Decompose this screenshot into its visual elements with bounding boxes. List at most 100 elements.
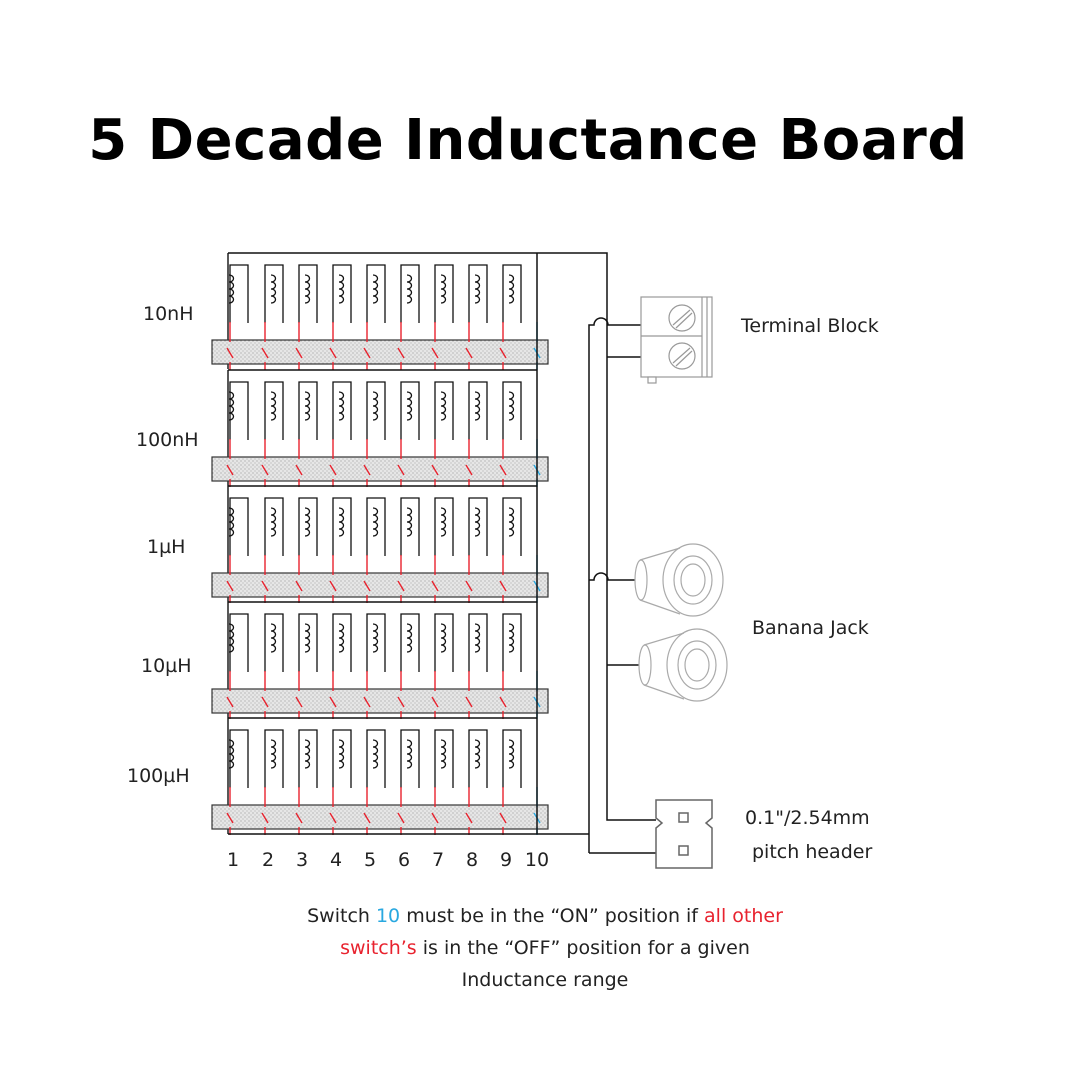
decade-5 bbox=[211, 717, 549, 835]
inductor-coil bbox=[338, 507, 345, 537]
inductor-coil bbox=[406, 274, 413, 304]
inductor-wire bbox=[298, 729, 318, 788]
switch-1-contact bbox=[226, 347, 234, 359]
inductor-wire bbox=[264, 613, 284, 672]
inductor-coil bbox=[406, 507, 413, 537]
inductor-wire bbox=[502, 613, 522, 672]
inductor-wire bbox=[264, 381, 284, 440]
switch-8-contact bbox=[465, 812, 473, 824]
inductor-wire bbox=[502, 264, 522, 323]
switch-4-contact bbox=[329, 464, 337, 476]
switch-7-contact bbox=[431, 812, 439, 824]
dip-switch-bar bbox=[211, 456, 549, 482]
inductor-wire bbox=[366, 729, 386, 788]
switch-6-contact bbox=[397, 347, 405, 359]
note-text-1: Switch bbox=[307, 905, 376, 927]
switch-9-contact bbox=[499, 812, 507, 824]
inductor-wire bbox=[229, 613, 249, 672]
inductor-wire bbox=[366, 613, 386, 672]
switch-2-contact bbox=[261, 580, 269, 592]
inductor-coil bbox=[228, 391, 235, 421]
inductor-coil bbox=[270, 623, 277, 653]
inductor-wire bbox=[366, 497, 386, 556]
inductor-coil bbox=[338, 274, 345, 304]
dip-switch-bar bbox=[211, 339, 549, 365]
switch-8-contact bbox=[465, 464, 473, 476]
inductor-wire bbox=[400, 613, 420, 672]
inductor-coil bbox=[228, 507, 235, 537]
inductor-coil bbox=[440, 739, 447, 769]
switch-1-contact bbox=[226, 696, 234, 708]
switch-2-contact bbox=[261, 696, 269, 708]
switch-7-contact bbox=[431, 696, 439, 708]
note-other-switches: all other switch’s bbox=[340, 905, 783, 959]
switch-number-2: 2 bbox=[262, 849, 274, 871]
inductor-coil bbox=[406, 391, 413, 421]
decade-label-1: 10nH bbox=[143, 303, 194, 325]
inductor-coil bbox=[270, 274, 277, 304]
switch-9-contact bbox=[499, 696, 507, 708]
inductor-wire bbox=[400, 381, 420, 440]
dip-switch-bar bbox=[211, 804, 549, 830]
pitch-header bbox=[655, 799, 713, 869]
inductor-coil bbox=[228, 623, 235, 653]
terminal-block-wire-upper bbox=[588, 317, 641, 853]
switch-7-contact bbox=[431, 580, 439, 592]
inductor-coil bbox=[270, 391, 277, 421]
inductor-wire bbox=[229, 729, 249, 788]
decade-groups bbox=[211, 252, 549, 835]
inductor-coil bbox=[508, 274, 515, 304]
switch-5-contact bbox=[363, 464, 371, 476]
switch-2-contact bbox=[261, 464, 269, 476]
inductor-coil bbox=[474, 391, 481, 421]
switch-1-contact bbox=[226, 812, 234, 824]
inductor-coil bbox=[304, 739, 311, 769]
inductor-coil bbox=[372, 391, 379, 421]
switch-3-contact bbox=[295, 580, 303, 592]
switch-8-contact bbox=[465, 696, 473, 708]
dip-switch-bar bbox=[211, 688, 549, 714]
inductor-wire bbox=[366, 264, 386, 323]
switch-8-contact bbox=[465, 347, 473, 359]
bus-wires bbox=[228, 252, 656, 854]
inductor-wire bbox=[264, 264, 284, 323]
switch-number-7: 7 bbox=[432, 849, 444, 871]
inductor-coil bbox=[406, 739, 413, 769]
note-text-3: is in the “OFF” position for a given Ind… bbox=[416, 937, 750, 991]
inductor-coil bbox=[440, 274, 447, 304]
inductor-wire bbox=[468, 264, 488, 323]
switch-number-3: 3 bbox=[296, 849, 308, 871]
inductor-wire bbox=[434, 381, 454, 440]
decade-4 bbox=[211, 601, 549, 719]
switch-number-4: 4 bbox=[330, 849, 342, 871]
inductor-coil bbox=[228, 739, 235, 769]
decade-label-4: 10µH bbox=[141, 655, 192, 677]
inductor-wire bbox=[400, 729, 420, 788]
switch-4-contact bbox=[329, 347, 337, 359]
inductor-coil bbox=[338, 391, 345, 421]
switch-9-contact bbox=[499, 464, 507, 476]
inductor-coil bbox=[508, 623, 515, 653]
pitch-header-label-line1: 0.1"/2.54mm bbox=[745, 807, 870, 829]
inductor-wire bbox=[332, 497, 352, 556]
switch-9-contact bbox=[499, 347, 507, 359]
switch-5-contact bbox=[363, 812, 371, 824]
switch-4-contact bbox=[329, 696, 337, 708]
inductor-wire bbox=[434, 613, 454, 672]
switch-6-contact bbox=[397, 696, 405, 708]
inductor-wire bbox=[468, 381, 488, 440]
inductor-coil bbox=[440, 507, 447, 537]
inductor-coil bbox=[440, 391, 447, 421]
switch-note: Switch 10 must be in the “ON” position i… bbox=[290, 900, 800, 996]
terminal-block-label: Terminal Block bbox=[740, 315, 879, 337]
inductor-coil bbox=[406, 623, 413, 653]
decade-label-3: 1µH bbox=[147, 536, 185, 558]
switch-8-contact bbox=[465, 580, 473, 592]
switch-6-contact bbox=[397, 464, 405, 476]
inductor-coil bbox=[474, 507, 481, 537]
inductor-coil bbox=[372, 623, 379, 653]
inductor-wire bbox=[229, 381, 249, 440]
